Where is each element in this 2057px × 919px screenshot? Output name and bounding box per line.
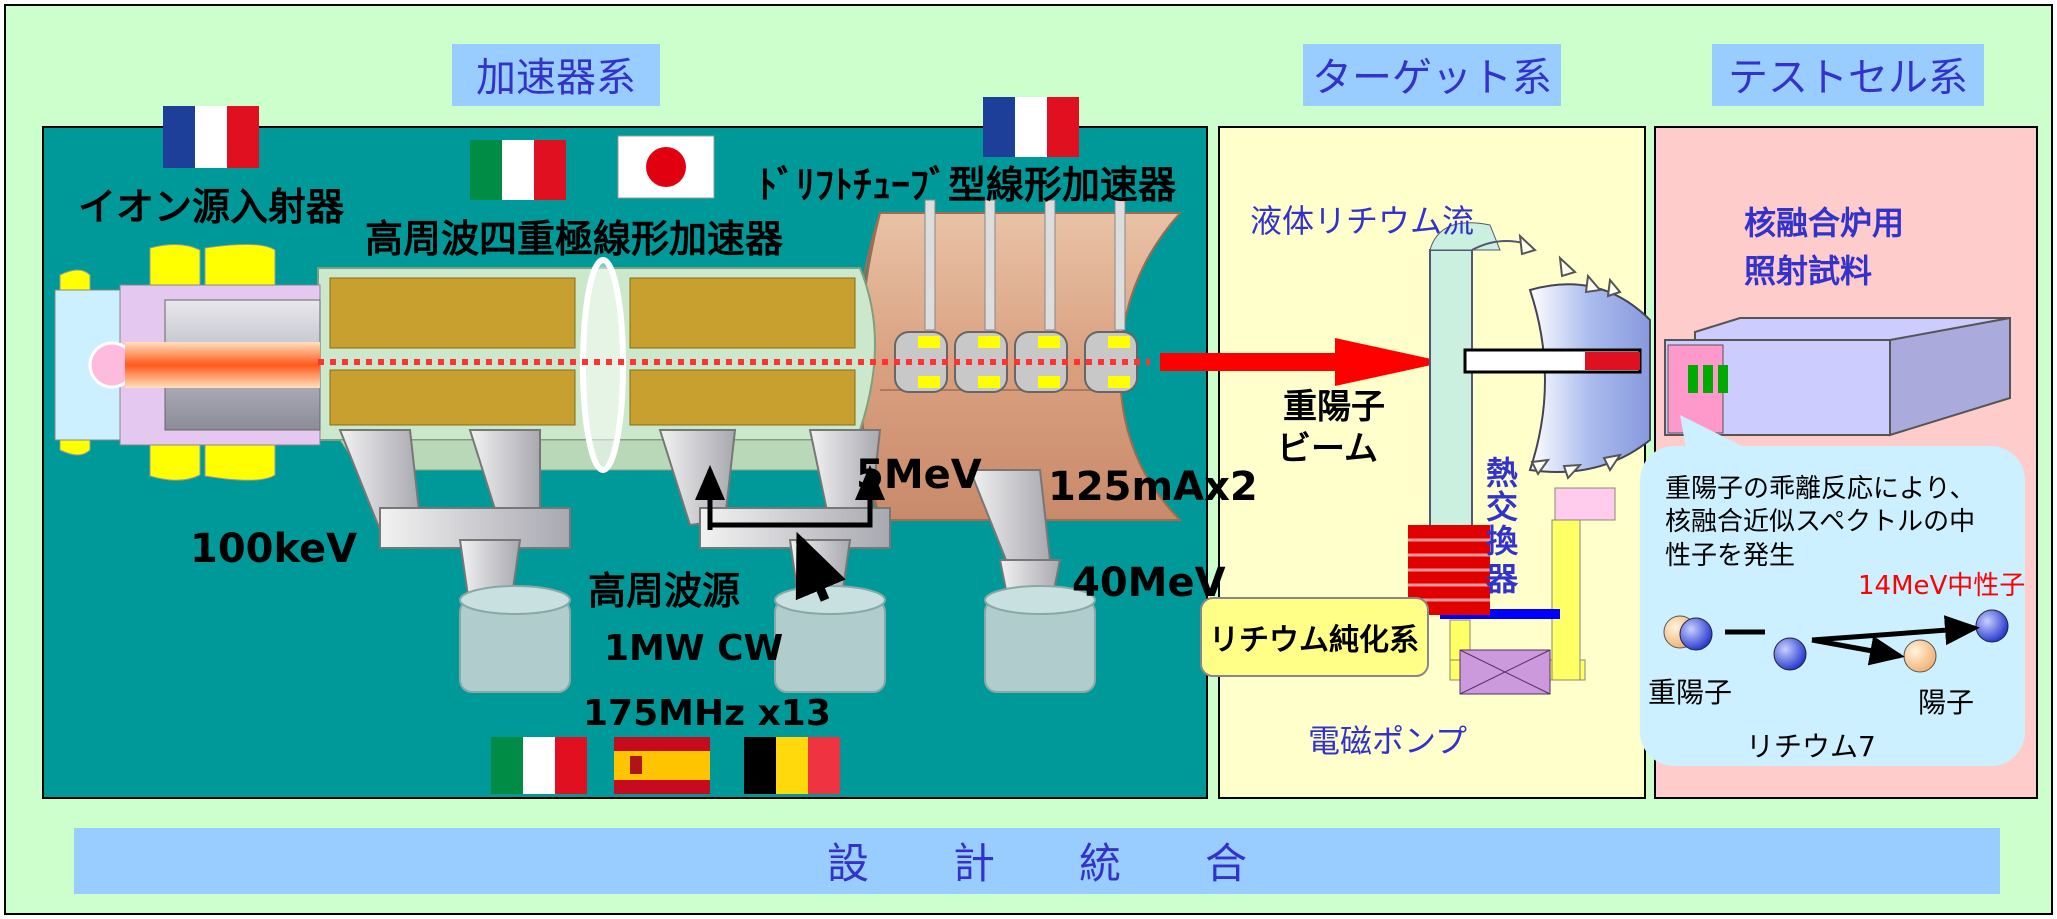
label-liquid-lithium-flow: 液体リチウム流	[1250, 202, 1474, 240]
reaction-text-3: 性子を発生	[1665, 541, 1795, 571]
neutron-ball	[1975, 609, 2009, 643]
label-rf-source: 高周波源	[588, 569, 740, 613]
label-40mev: 40MeV	[1072, 560, 1226, 606]
reaction-text-2: 核融合近似スペクトルの中	[1665, 507, 1975, 537]
rfq-body	[317, 257, 881, 473]
rf-waveguides	[338, 429, 1062, 611]
lithium-target	[1463, 283, 1651, 473]
label-rf-frequency: 175MHz x13	[583, 693, 831, 734]
label-heat-exchanger-1: 熱	[1486, 454, 1518, 492]
label-deuteron-beam-1: 重陽子	[1283, 387, 1385, 427]
klystrons	[459, 585, 1096, 693]
deuteron-beam-arrow	[1160, 338, 1445, 386]
flag-italy-rfq	[470, 140, 566, 200]
label-heat-exchanger-3: 換	[1486, 522, 1519, 560]
section-header-testcell: テストセル系	[1712, 44, 1984, 106]
label-dtl: ﾄﾞﾘﾌﾄﾁｭｰﾌﾞ型線形加速器	[758, 163, 1177, 207]
section-header-accelerator-text: 加速器系	[476, 55, 636, 101]
label-deuteron: 重陽子	[1648, 676, 1732, 709]
flag-belgium-rf	[744, 737, 840, 794]
flag-italy-rf	[491, 737, 587, 794]
ion-beam	[125, 342, 320, 388]
lithium-ball	[1773, 637, 1807, 671]
flag-france-ion-source	[163, 106, 259, 168]
flag-japan-rfq	[617, 135, 715, 199]
label-rf-power: 1MW CW	[604, 628, 783, 669]
label-li-purification: リチウム純化系	[1209, 623, 1419, 658]
design-integration-bar: 設 計 統 合	[74, 828, 2000, 894]
test-module	[1664, 316, 2011, 437]
label-heat-exchanger-4: 器	[1485, 560, 1519, 598]
label-rfq: 高周波四重極線形加速器	[365, 217, 784, 261]
section-header-target-text: ターゲット系	[1312, 55, 1552, 101]
reaction-text-1: 重陽子の乖離反応により、	[1665, 474, 1975, 504]
label-100kev: 100keV	[190, 526, 357, 572]
label-5mev: 5MeV	[856, 452, 982, 498]
label-14mev-neutron: 14MeV中性子	[1858, 571, 2025, 601]
label-proton: 陽子	[1918, 686, 1974, 719]
label-specimens-1: 核融合炉用	[1744, 204, 1904, 242]
lithium-loop	[1429, 222, 1616, 695]
deuteron-neutron-ball	[1679, 617, 1713, 651]
label-heat-exchanger-2: 交	[1486, 488, 1518, 526]
section-header-accelerator: 加速器系	[452, 44, 660, 106]
flag-france-dtl	[983, 97, 1079, 157]
label-lithium7: リチウム7	[1746, 730, 1876, 763]
rf-feed-arrows	[695, 465, 885, 602]
li-purification-box: リチウム純化系	[1200, 597, 1429, 677]
proton-ball	[1903, 639, 1937, 673]
flag-spain-rf	[614, 737, 710, 794]
label-current: 125mAx2	[1048, 464, 1258, 510]
label-specimens-2: 照射試料	[1744, 252, 1872, 290]
design-integration-text: 設 計 統 合	[827, 839, 1247, 888]
lithium-flow-arrows	[1518, 233, 1623, 480]
section-header-target: ターゲット系	[1303, 44, 1561, 106]
reaction-callout: 重陽子の乖離反応により、 核融合近似スペクトルの中 性子を発生 14MeV中性子…	[1640, 415, 2025, 766]
section-header-testcell-text: テストセル系	[1728, 55, 1968, 101]
label-deuteron-beam-2: ビーム	[1277, 429, 1378, 469]
label-heat-exchanger: 熱 交 換 器	[1485, 454, 1519, 598]
label-em-pump: 電磁ポンプ	[1308, 722, 1467, 760]
label-ion-source: イオン源入射器	[78, 185, 345, 229]
